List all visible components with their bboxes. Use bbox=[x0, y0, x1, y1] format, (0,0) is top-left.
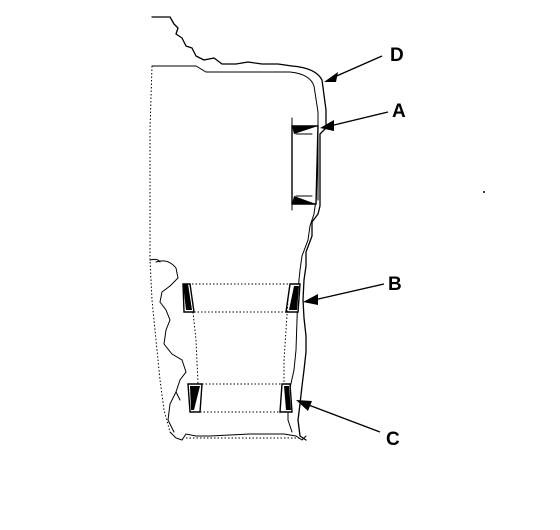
leader-c bbox=[296, 400, 381, 433]
housing-outline bbox=[149, 16, 327, 441]
race-b bbox=[182, 283, 301, 313]
shaft-guide-lines bbox=[192, 299, 289, 385]
scan-speck bbox=[483, 191, 485, 193]
callout-label-a: A bbox=[392, 101, 406, 122]
leader-b bbox=[303, 283, 385, 305]
leader-d bbox=[324, 55, 383, 82]
race-a bbox=[291, 125, 319, 205]
callout-label-b: B bbox=[388, 274, 402, 295]
leader-a bbox=[320, 111, 389, 131]
callout-label-d: D bbox=[390, 45, 404, 66]
callout-label-c: C bbox=[386, 429, 400, 450]
race-c bbox=[187, 383, 293, 413]
